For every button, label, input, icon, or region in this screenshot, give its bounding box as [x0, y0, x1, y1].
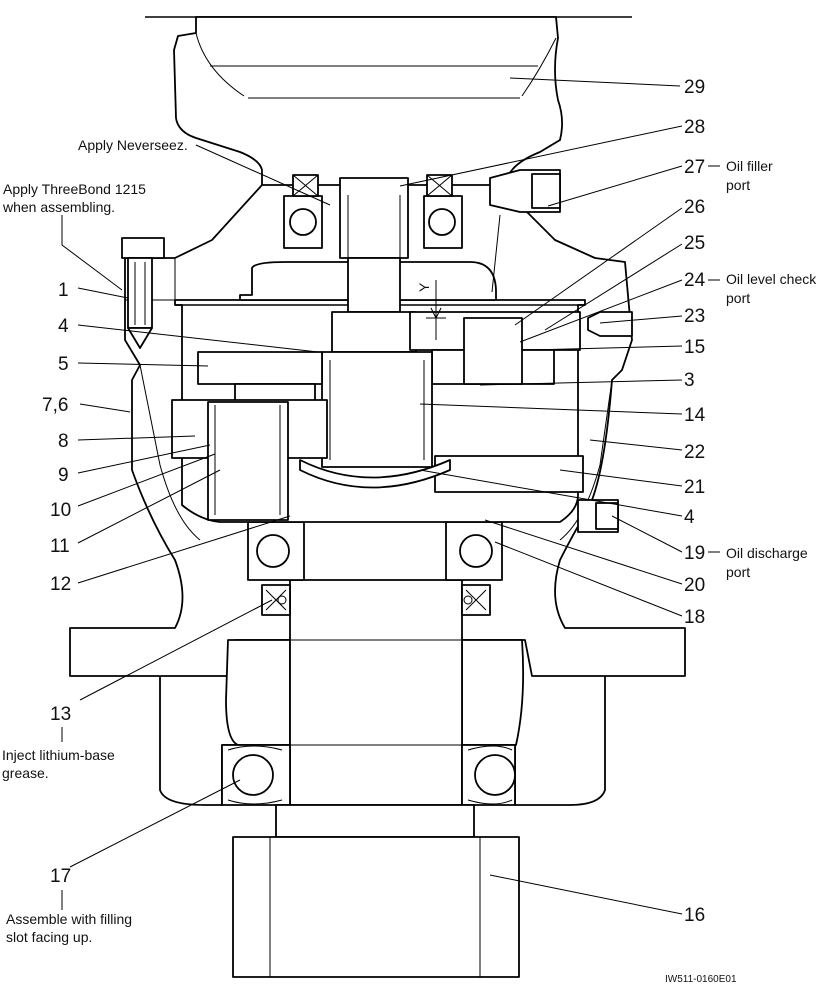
callout-1: 1 [58, 280, 69, 301]
note-neverseez: Apply Neverseez. [78, 137, 188, 153]
callout-17: 17 [50, 866, 71, 887]
callout-5: 5 [58, 354, 69, 375]
lower-bearing-left [221, 744, 291, 806]
lower-bearing-right [461, 744, 516, 806]
callout-19: 19 [684, 543, 705, 564]
note-grease-line1: Inject lithium-base [2, 747, 115, 763]
note-oil-filler-line2: port [726, 177, 750, 193]
carrier-upper-left [197, 351, 323, 403]
input-shaft [331, 177, 417, 353]
filler-plug [489, 169, 561, 293]
callout-21: 21 [684, 477, 705, 498]
top-bearing-left [283, 174, 323, 249]
note-filling-line2: slot facing up. [6, 929, 92, 945]
carrier-lower-right [299, 455, 584, 493]
callout-27: 27 [684, 157, 705, 178]
note-oil-discharge-line2: port [726, 564, 750, 580]
callout-20: 20 [684, 575, 705, 596]
callout-28: 28 [684, 117, 705, 138]
sun-gear [321, 351, 433, 468]
planet-gear-lower-left [171, 399, 328, 521]
callout-22: 22 [684, 442, 705, 463]
note-oil-level-line1: Oil level check [726, 271, 817, 287]
output-shaft [232, 804, 520, 978]
note-threebond-line1: Apply ThreeBond 1215 [3, 181, 146, 197]
note-threebond-line2: when assembling. [2, 199, 115, 215]
callout-7-6: 7,6 [42, 395, 68, 416]
note-oil-filler-line1: Oil filler [726, 158, 773, 174]
note-oil-level-line2: port [726, 290, 750, 306]
level-plug [587, 311, 633, 337]
note-grease-line2: grease. [2, 765, 49, 781]
leader-lines [61, 77, 720, 915]
note-oil-discharge-line1: Oil discharge [726, 545, 808, 561]
callout-14: 14 [684, 405, 706, 426]
seal-right [461, 584, 491, 616]
motor-housing [145, 16, 632, 186]
callout-18: 18 [684, 607, 705, 628]
callout-12: 12 [50, 574, 71, 595]
callout-4b: 4 [684, 507, 695, 528]
seal-left [261, 584, 291, 616]
middle-bearing-left [247, 521, 305, 581]
callout-25: 25 [684, 233, 705, 254]
callout-3: 3 [684, 370, 695, 391]
callout-23: 23 [684, 306, 705, 327]
callout-9: 9 [58, 465, 69, 486]
callout-29: 29 [684, 77, 705, 98]
note-filling-line1: Assemble with filling [6, 911, 132, 927]
middle-bearing-right [445, 521, 503, 581]
dimension-y-label: Y [416, 282, 432, 292]
callout-26: 26 [684, 197, 705, 218]
callout-16: 16 [684, 905, 705, 926]
callout-24: 24 [684, 270, 706, 291]
callout-15: 15 [684, 337, 705, 358]
callout-4a: 4 [58, 316, 69, 337]
drawing-code: IW511-0160E01 [665, 974, 737, 985]
top-bearing-right [423, 174, 463, 249]
callout-11: 11 [50, 536, 70, 557]
callout-13: 13 [50, 704, 71, 725]
dimension-y: Y [416, 280, 446, 340]
callout-8: 8 [58, 431, 69, 452]
callout-10: 10 [50, 500, 71, 521]
